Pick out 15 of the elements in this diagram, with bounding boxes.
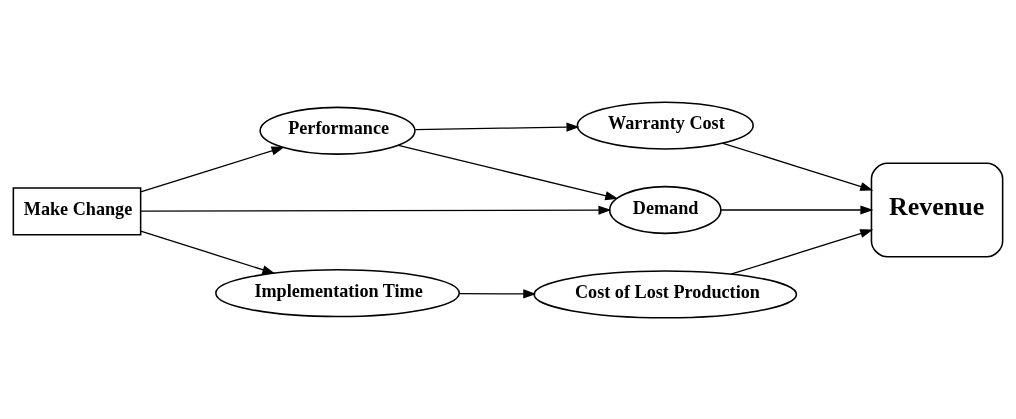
arrow: [414, 122, 580, 132]
node-box: Revenue: [870, 161, 1004, 258]
node-ellipse: Implementation Time: [215, 268, 460, 317]
arrow: [720, 204, 874, 215]
node-ellipse: Cost of Lost Production: [533, 269, 798, 319]
node-ellipse: Warranty Cost: [576, 100, 754, 150]
arrow: [140, 229, 276, 274]
node-box: Make Change: [12, 186, 142, 235]
node-ellipse: Demand: [608, 185, 722, 234]
arrow: [458, 288, 537, 298]
arrow: [730, 228, 874, 275]
arrow: [140, 205, 612, 215]
arrow: [397, 144, 619, 200]
arrow: [722, 142, 874, 191]
arrow: [140, 145, 285, 192]
